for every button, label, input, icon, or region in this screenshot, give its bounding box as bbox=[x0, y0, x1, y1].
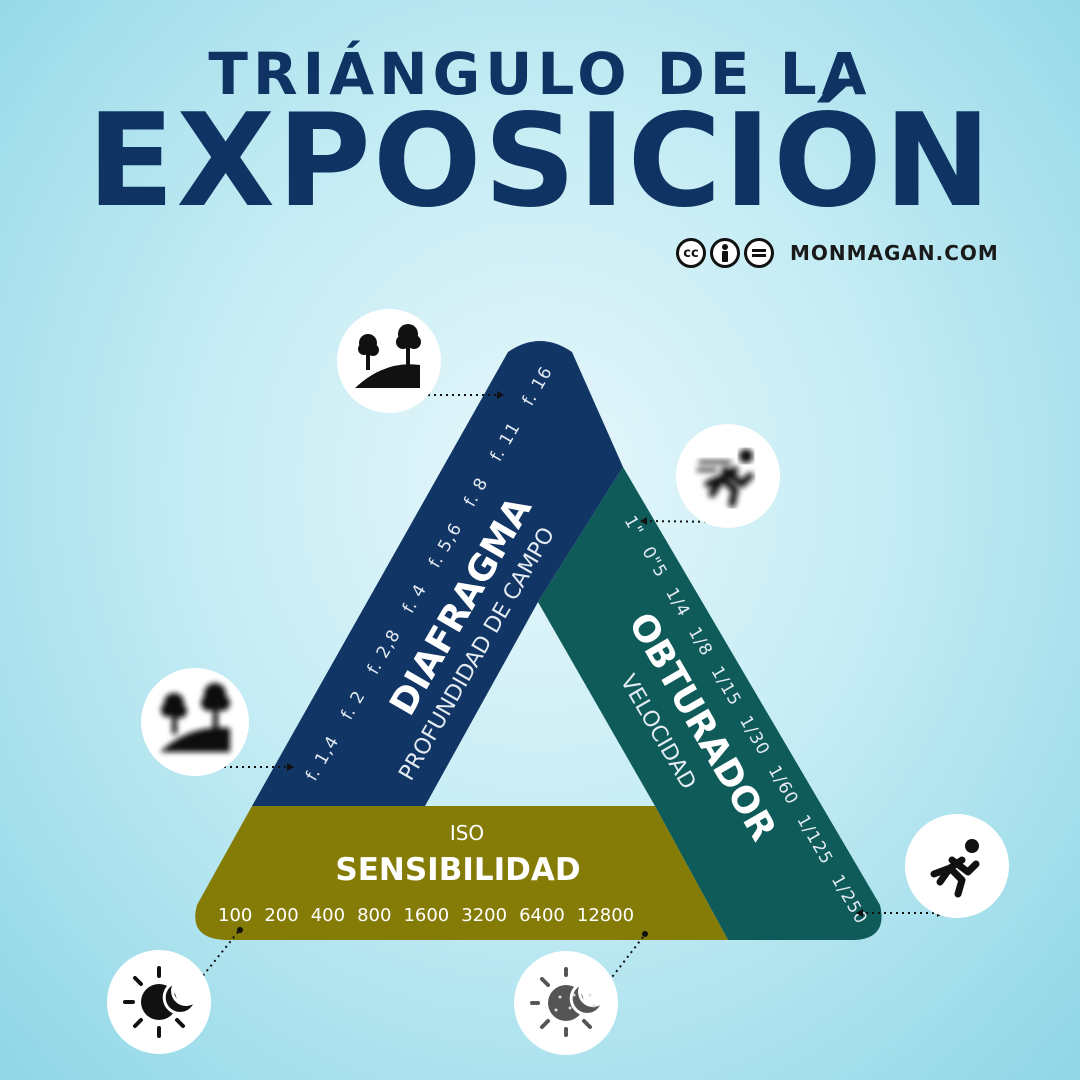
runner-sharp-icon bbox=[905, 814, 1009, 918]
iso-value: 200 bbox=[264, 905, 298, 926]
iso-value: 400 bbox=[311, 905, 345, 926]
iso-value: 3200 bbox=[461, 905, 507, 926]
iso-label: ISO bbox=[450, 821, 484, 845]
iso-values: 100 200 400 800 1600 3200 6400 12800 bbox=[218, 905, 634, 926]
iso-band bbox=[195, 806, 728, 940]
iso-value: 100 bbox=[218, 905, 252, 926]
iso-value: 800 bbox=[357, 905, 391, 926]
iso-value: 6400 bbox=[519, 905, 565, 926]
by-icon bbox=[710, 238, 740, 268]
iso-value: 1600 bbox=[403, 905, 449, 926]
runner-blurred-icon bbox=[676, 424, 780, 528]
iso-name: SENSIBILIDAD bbox=[335, 852, 580, 888]
landscape-sharp-icon bbox=[337, 309, 441, 413]
title-line-1: TRIÁNGULO DE LA bbox=[208, 40, 872, 108]
credit: cc MONMAGAN.COM bbox=[676, 236, 999, 270]
nd-icon bbox=[744, 238, 774, 268]
diafragma-band bbox=[252, 341, 623, 806]
day-night-noisy-icon bbox=[514, 951, 618, 1055]
site-name: MONMAGAN.COM bbox=[790, 241, 999, 265]
title-line-2: EXPOSICIÓN bbox=[86, 87, 994, 236]
connector-iso-right bbox=[605, 936, 644, 986]
obturador-band bbox=[538, 467, 882, 940]
iso-value: 12800 bbox=[577, 905, 634, 926]
day-night-clean-icon bbox=[107, 950, 211, 1054]
landscape-blurred-icon bbox=[141, 668, 249, 776]
cc-icon: cc bbox=[676, 238, 706, 268]
